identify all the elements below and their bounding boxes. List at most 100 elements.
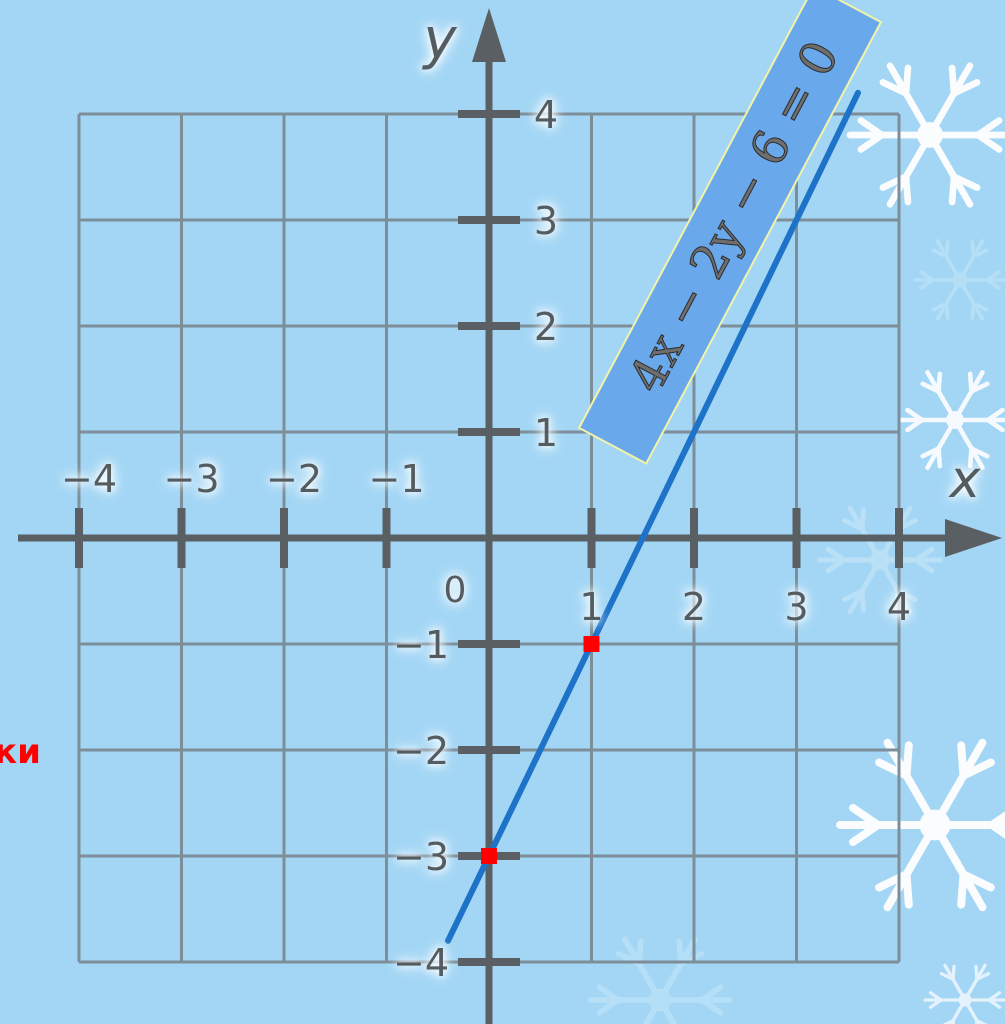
snowflake-center — [919, 809, 951, 841]
snowflake-branch — [987, 998, 1002, 1009]
snowflake-arm — [883, 738, 939, 829]
snowflake-branch — [971, 248, 989, 259]
snowflake-branch — [848, 803, 882, 829]
snowflake-branch — [959, 870, 995, 892]
snowflake-branch — [936, 446, 943, 469]
y-tick-label: 4 — [534, 93, 558, 137]
snowflake-center — [917, 122, 943, 148]
y-tick-label: 3 — [534, 199, 558, 243]
snowflake-arm — [925, 417, 958, 470]
y-tick-label: 2 — [534, 305, 558, 349]
snowflake-branch — [879, 79, 910, 97]
snowflake-branch — [950, 173, 981, 191]
snowflake-arm — [883, 821, 939, 912]
snowflake-branch — [905, 407, 925, 423]
snowflake-branch — [857, 117, 886, 139]
snowflake-center — [946, 411, 964, 429]
snowflake-branch — [842, 588, 865, 602]
snowflake-arm — [935, 278, 962, 321]
marked-points — [481, 636, 600, 864]
snowflake-branch — [951, 1019, 955, 1024]
snowflake-arm — [958, 239, 985, 282]
point-marker — [583, 636, 600, 652]
snowflake-arm — [952, 417, 985, 470]
snowflake-arm — [925, 370, 958, 423]
snowflake-arm — [847, 557, 883, 615]
snowflake-branch — [825, 557, 847, 574]
snowflake-branch — [596, 997, 621, 1016]
snowflake-branch — [920, 381, 941, 394]
snowflake-arm — [963, 963, 987, 1002]
snowflake-branch — [985, 417, 1005, 433]
snowflake-arm — [931, 738, 987, 829]
snowflake-branch — [971, 301, 989, 312]
snowflake-branch — [969, 446, 990, 459]
snowflake-branch — [859, 507, 866, 532]
snowflake-branch — [636, 938, 644, 967]
snowflake-arm — [931, 821, 987, 912]
snowflake-arm — [935, 239, 962, 282]
y-tick-label: −1 — [393, 623, 449, 667]
snowflake-arm — [886, 131, 934, 208]
x-tick-label: 1 — [579, 585, 603, 629]
x-tick-label: −3 — [163, 457, 219, 501]
x-tick-label: 4 — [887, 585, 911, 629]
snowflake-icon — [923, 963, 1005, 1024]
y-tick-label: 1 — [534, 411, 558, 455]
snowflake-center — [648, 988, 672, 1012]
snowflake-arm — [847, 505, 883, 563]
snowflake-branch — [902, 741, 913, 780]
snowflake-icon — [836, 738, 1005, 912]
snowflake-branch — [950, 79, 981, 97]
equation-banner: 4x − 2y − 6 = 0 — [577, 0, 883, 465]
point-marker — [481, 848, 497, 864]
snowflake-branch — [875, 870, 911, 892]
snowflake-branch — [895, 588, 918, 602]
x-tick-label: 2 — [682, 585, 706, 629]
snowflake-branch — [875, 758, 911, 780]
snowflake-icon — [817, 505, 943, 615]
y-tick-label: −4 — [393, 941, 449, 985]
snowflake-branch — [699, 997, 724, 1016]
snowflake-branch — [948, 64, 958, 97]
snowflake-branch — [879, 173, 910, 191]
snowflake-branch — [944, 240, 950, 259]
snowflake-branch — [913, 546, 935, 563]
snowflake-arm — [952, 370, 985, 423]
snowflake-branch — [919, 278, 935, 291]
snowflake-branch — [974, 117, 1003, 139]
snowflake-center — [952, 272, 968, 288]
snowflake-icon — [897, 370, 1005, 470]
snowflake-icon — [913, 239, 1005, 321]
snowflake-branch — [948, 173, 958, 206]
snowflake-branch — [957, 870, 968, 909]
snowflake-icon — [846, 62, 1005, 208]
snowflake-branch — [970, 240, 976, 259]
snowflake-branch — [959, 758, 995, 780]
snowflake-arm — [943, 963, 967, 1002]
snowflake-branch — [902, 64, 912, 97]
snowflake-branch — [902, 173, 912, 206]
origin-label: 0 — [444, 570, 467, 611]
snowflake-branch — [975, 1019, 979, 1024]
snowflake-icon — [587, 936, 733, 1024]
snowflake-branch — [957, 741, 968, 780]
snowflake-branch — [939, 972, 955, 981]
snowflake-center — [870, 550, 890, 570]
graph-line — [445, 89, 861, 944]
snowflake-arm — [926, 62, 974, 139]
snowflake-branch — [859, 588, 866, 613]
snowflake-center — [958, 993, 972, 1007]
snowflake-branch — [936, 371, 943, 394]
snowflake-arm — [949, 998, 967, 1024]
snowflake-branch — [985, 269, 1001, 282]
snowflake-branch — [699, 984, 724, 1003]
snowflake-branch — [970, 301, 976, 320]
snowflake-arm — [958, 278, 985, 321]
snowflake-branch — [842, 518, 865, 532]
snowflake-branch — [967, 371, 974, 394]
snowflake-branch — [967, 446, 974, 469]
snowflake-branch — [905, 417, 925, 433]
snowflake-branch — [931, 301, 949, 312]
snowflake-branch — [596, 984, 621, 1003]
